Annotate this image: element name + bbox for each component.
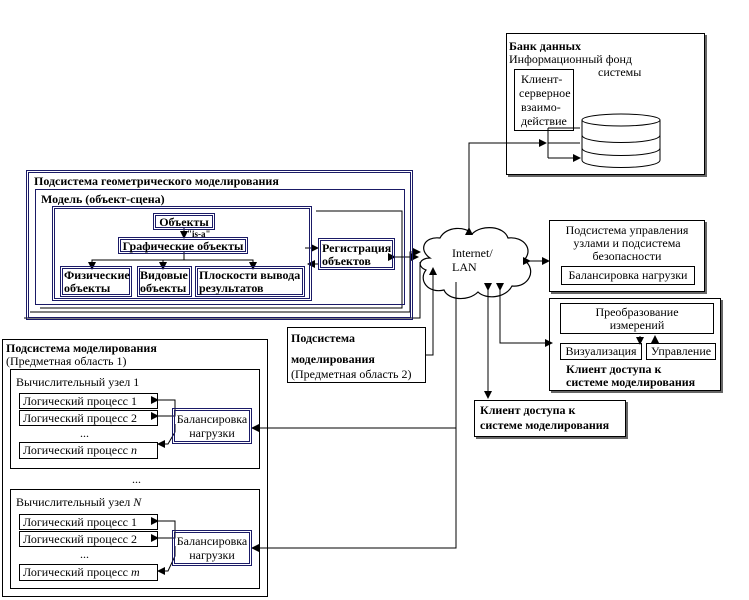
node-mgmt-3: безопасности (592, 249, 662, 263)
visualization-box: Визуализация (560, 343, 642, 360)
databank-subtitle-1: Информационный фонд (509, 52, 632, 66)
nodeN-dots: ... (80, 547, 89, 561)
nodeN-balancer-1: Балансировка (176, 534, 248, 548)
subsystem2-box (287, 327, 426, 383)
node1-process-2: Логический процесс 2 (19, 410, 158, 426)
registration-2: объектов (322, 254, 371, 268)
cloud-to-access-right-link (496, 283, 553, 347)
nodeN-process-m-var: m (130, 565, 140, 579)
model-box (35, 189, 405, 305)
view-objects-box (137, 266, 192, 297)
client-server-link (547, 127, 580, 158)
nodeN-process-m: Логический процесс m (19, 564, 158, 581)
client-server-3: взаимо- (521, 100, 561, 114)
databank-subtitle-2: системы (598, 65, 642, 79)
registration-1: Регистрация (322, 241, 392, 255)
output-planes-box (195, 266, 305, 297)
subsystem1-box (2, 339, 268, 597)
isa-label: "is-a" (187, 229, 211, 239)
database-cylinder-icon (581, 113, 661, 168)
nodeN-balancer-box (172, 530, 252, 566)
node1-process-n-prefix: Логический процесс (23, 443, 131, 457)
access-right-title-2: системе моделирования (566, 375, 696, 389)
node1-process-1: Логический процесс 1 (19, 393, 158, 409)
geometry-title: Подсистема геометрического моделирования (34, 174, 279, 188)
physical-2: объекты (64, 281, 111, 295)
output-planes-2: результатов (199, 281, 264, 295)
nodeN-title-prefix: Вычислительный узел (16, 495, 134, 509)
nodeN-box (10, 489, 260, 589)
registration-box (318, 238, 395, 270)
node-balancing-box: Балансировка нагрузки (561, 266, 695, 285)
node1-process-n: Логический процесс n (19, 442, 158, 459)
control-box: Управление (646, 343, 716, 360)
geometry-subsystem-box (26, 170, 413, 320)
conversion-2: измерений (609, 318, 665, 332)
subsystem2-title-2: моделирования (291, 352, 375, 366)
graphic-objects-box: Графические объекты (118, 237, 248, 254)
network-label-2: LAN (452, 260, 477, 274)
subsystem1-title: Подсистема моделирования (6, 341, 157, 355)
node-mgmt-1: Подсистема управления (565, 223, 689, 237)
client-server-1: Клиент- (521, 72, 563, 86)
nodeN-title-var: N (133, 495, 142, 509)
node1-title: Вычислительный узел 1 (16, 375, 140, 389)
node1-dots: ... (80, 426, 89, 440)
physical-objects-box (60, 266, 132, 297)
client-server-2: серверное (519, 86, 571, 100)
node1-balancer-box (172, 408, 252, 444)
nodeN-process-2: Логический процесс 2 (19, 531, 158, 547)
databank-box (506, 33, 705, 175)
cloud-to-subsystem2-link (426, 267, 437, 356)
node1-balancer-1: Балансировка (176, 412, 248, 426)
access-mid-title-1: Клиент доступа к (480, 403, 576, 417)
node1-balancer-2: нагрузки (189, 426, 235, 440)
access-right-title-1: Клиент доступа к (566, 362, 662, 376)
client-server-box (514, 69, 574, 131)
cloud-to-nodeN-link (251, 428, 457, 552)
subsystem1-area: (Предметная область 1) (6, 354, 127, 368)
access-client-right-box (549, 298, 721, 391)
node1-box (10, 369, 260, 469)
nodeN-balancer-2: нагрузки (189, 548, 235, 562)
output-planes-1: Плоскости вывода (199, 268, 301, 282)
network-label-1: Internet/ (452, 246, 493, 260)
view-2: объекты (140, 281, 187, 295)
network-cloud-shape (419, 227, 532, 300)
model-inner-box (52, 206, 312, 301)
databank-title: Банк данных (509, 39, 582, 53)
view-1: Видовые (140, 268, 188, 282)
subsystem2-area: (Предметная область 2) (291, 367, 412, 381)
physical-1: Физические (64, 268, 130, 282)
access-client-mid-box (474, 400, 626, 437)
cloud-to-databank-link (465, 139, 547, 235)
nodeN-process-m-prefix: Логический процесс (23, 565, 131, 579)
subsystem2-title-1: Подсистема (291, 331, 355, 345)
conversion-1: Преобразование (595, 305, 679, 319)
model-label: Модель (объект-сцена) (41, 192, 165, 206)
access-mid-title-2: системе моделирования (480, 418, 610, 432)
conversion-box (560, 303, 714, 334)
client-server-4: действие (521, 114, 567, 128)
geometry-loop-1 (40, 210, 403, 309)
node-mgmt-2: узлами и подсистема (573, 236, 681, 250)
between-nodes-dots: ... (132, 472, 141, 486)
objects-box: Объекты (153, 213, 215, 230)
nodeN-title: Вычислительный узел N (16, 496, 141, 509)
node-management-box (549, 220, 705, 292)
node1-process-n-var: n (130, 443, 137, 457)
nodeN-process-1: Логический процесс 1 (19, 514, 158, 530)
